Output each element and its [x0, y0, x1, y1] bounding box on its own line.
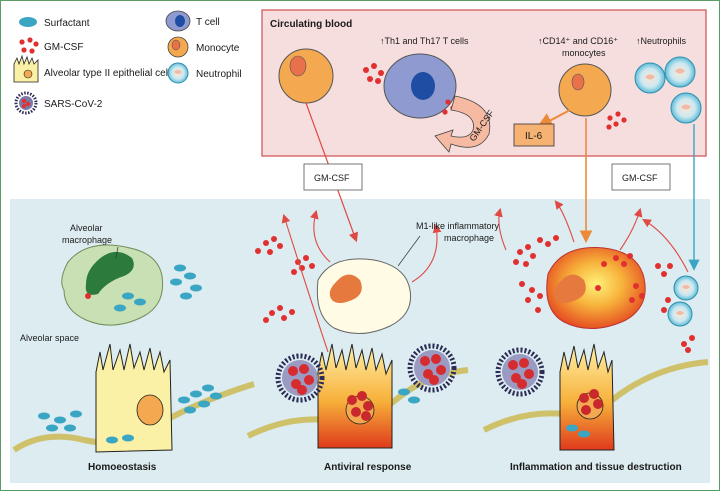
surfactant-cluster: [566, 424, 590, 438]
blood-neutrophils: [634, 56, 702, 124]
t-cell-icon: [165, 10, 191, 32]
monocytes-label-line2: monocytes: [562, 48, 606, 58]
blood-t-cell: [383, 53, 457, 119]
gm-csf-dots: [513, 235, 695, 353]
damaged-alveolar-cell: [559, 343, 615, 451]
m1-pointer: [397, 235, 421, 267]
alveolar-macrophage-label-line2: macrophage: [62, 235, 112, 245]
sars-virus: [495, 347, 545, 397]
gm-csf-release-arrow: [281, 213, 329, 353]
panel-label-inflammation: Inflammation and tissue destruction: [510, 462, 682, 473]
gm-csf-box-right-label: GM-CSF: [622, 173, 658, 183]
legend-sars-label: SARS-CoV-2: [44, 99, 103, 110]
legend-neutrophil-label: Neutrophil: [196, 69, 242, 80]
surfactant-cluster: [38, 384, 222, 444]
sars-cov-2-icon: [14, 91, 38, 115]
il6-box: [513, 123, 555, 147]
alveolar-cell-icon: [13, 54, 39, 83]
m1-macrophage-label-line1: M1-like inflammatory: [416, 221, 500, 231]
gm-csf-box-right: [611, 163, 671, 191]
alveolar-macrophage: [61, 244, 164, 326]
panel-label-homeostasis: Homoeostasis: [88, 462, 157, 473]
gm-csf-dots: [606, 111, 627, 130]
il6-label: IL-6: [525, 131, 543, 142]
blood-monocyte-cd14: [558, 63, 612, 117]
blood-monocyte: [278, 48, 334, 104]
th-cells-label: ↑Th1 and Th17 T cells: [380, 36, 469, 46]
gm-csf-release-arrow: [619, 207, 643, 251]
infected-alveolar-cell: [317, 343, 393, 449]
gm-csf-release-arrow: [554, 200, 575, 243]
legend-t-cell-label: T cell: [196, 17, 220, 28]
macrophage-pointer: [115, 246, 119, 259]
gm-csf-dots: [255, 236, 315, 323]
monocyte-icon: [167, 36, 189, 58]
neutrophils-label: ↑Neutrophils: [636, 36, 687, 46]
legend-alveolar-type2-label: Alveolar type II epithelial cell: [44, 68, 170, 79]
gm-csf-release-arrow: [642, 218, 689, 273]
legend-gm-csf-label: GM-CSF: [44, 42, 83, 53]
sars-virus: [407, 343, 457, 393]
legend: Surfactant GM-CSF Alveolar type II epith…: [13, 10, 242, 115]
sars-virus: [275, 353, 325, 403]
alveolar-macrophage-label-line1: Alveolar: [70, 223, 103, 233]
surfactant-cluster: [114, 264, 202, 312]
tissue-neutrophils: [667, 275, 699, 327]
m1-macrophage-label-line2: macrophage: [444, 233, 494, 243]
gm-csf-box-left-label: GM-CSF: [314, 173, 350, 183]
monocytes-label-line1: ↑CD14⁺ and CD16⁺: [538, 36, 618, 46]
circulating-blood-title: Circulating blood: [270, 19, 352, 30]
neutrophil-icon: [167, 62, 189, 84]
m1-macrophage-pale: [316, 258, 412, 334]
gm-csf-box-left: [303, 163, 363, 191]
legend-surfactant-label: Surfactant: [44, 18, 90, 29]
gm-csf-dots: [363, 63, 384, 84]
panel-label-antiviral: Antiviral response: [324, 462, 412, 473]
il6-arrow: [536, 109, 571, 128]
gm-csf-release-arrow: [411, 223, 442, 283]
surfactant-cluster: [398, 388, 420, 404]
alveolar-space-label: Alveolar space: [20, 333, 79, 343]
gm-csf-release-arrow: [494, 207, 507, 251]
surfactant-icon: [19, 17, 37, 27]
alveolar-type2-cell: [95, 343, 173, 453]
legend-monocyte-label: Monocyte: [196, 43, 240, 54]
gm-csf-release-arrow: [310, 209, 331, 263]
gm-csf-icon: [19, 37, 39, 54]
